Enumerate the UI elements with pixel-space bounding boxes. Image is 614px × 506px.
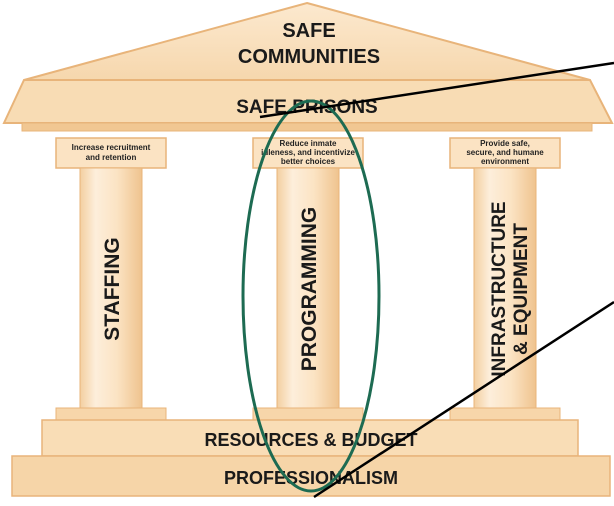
foundation: RESOURCES & BUDGET PROFESSIONALISM xyxy=(11,419,611,497)
infrastructure-caption-line3: environment xyxy=(481,157,529,166)
programming-caption-line2: idleness, and incentivize xyxy=(261,148,355,157)
programming-caption-line1: Reduce inmate xyxy=(280,139,337,148)
cornice-strip xyxy=(21,122,593,132)
capital-staffing: Increase recruitment and retention xyxy=(55,137,167,169)
column-base-infrastructure xyxy=(449,407,561,422)
infrastructure-caption-line1: Provide safe, xyxy=(480,139,530,148)
base-label-professionalism: PROFESSIONALISM xyxy=(224,468,398,488)
roof-title-line2: COMMUNITIES xyxy=(238,46,380,68)
pillar-label-infrastructure-line1: INFRASTRUCTURE xyxy=(489,201,510,376)
pillar-label-programming: PROGRAMMING xyxy=(298,207,321,372)
roof: SAFE COMMUNITIES SAFE PRISONS xyxy=(2,1,614,132)
capital-infrastructure: Provide safe, secure, and humane environ… xyxy=(449,137,561,169)
column-programming: PROGRAMMING xyxy=(276,167,340,411)
roof-title-line1: SAFE xyxy=(282,20,335,42)
capital-programming: Reduce inmate idleness, and incentivize … xyxy=(252,137,364,169)
highlight-ellipse xyxy=(241,99,381,493)
column-base-programming xyxy=(252,407,364,422)
column-staffing: STAFFING xyxy=(79,167,143,411)
callout-line-bottom xyxy=(313,300,614,499)
infrastructure-caption-line2: secure, and humane xyxy=(466,148,544,157)
roof-subtitle: SAFE PRISONS xyxy=(236,97,377,118)
callout-line-top xyxy=(259,61,614,119)
staffing-caption-line1: Increase recruitment xyxy=(72,143,151,152)
pillar-label-staffing: STAFFING xyxy=(101,237,124,340)
staffing-caption-line2: and retention xyxy=(86,153,137,162)
programming-caption-line3: better choices xyxy=(281,157,336,166)
column-base-staffing xyxy=(55,407,167,422)
pillar-label-infrastructure-line2: & EQUIPMENT xyxy=(511,223,532,355)
step-professionalism xyxy=(11,455,611,497)
base-label-resources: RESOURCES & BUDGET xyxy=(204,430,417,450)
column-infrastructure: INFRASTRUCTURE & EQUIPMENT xyxy=(473,167,537,411)
